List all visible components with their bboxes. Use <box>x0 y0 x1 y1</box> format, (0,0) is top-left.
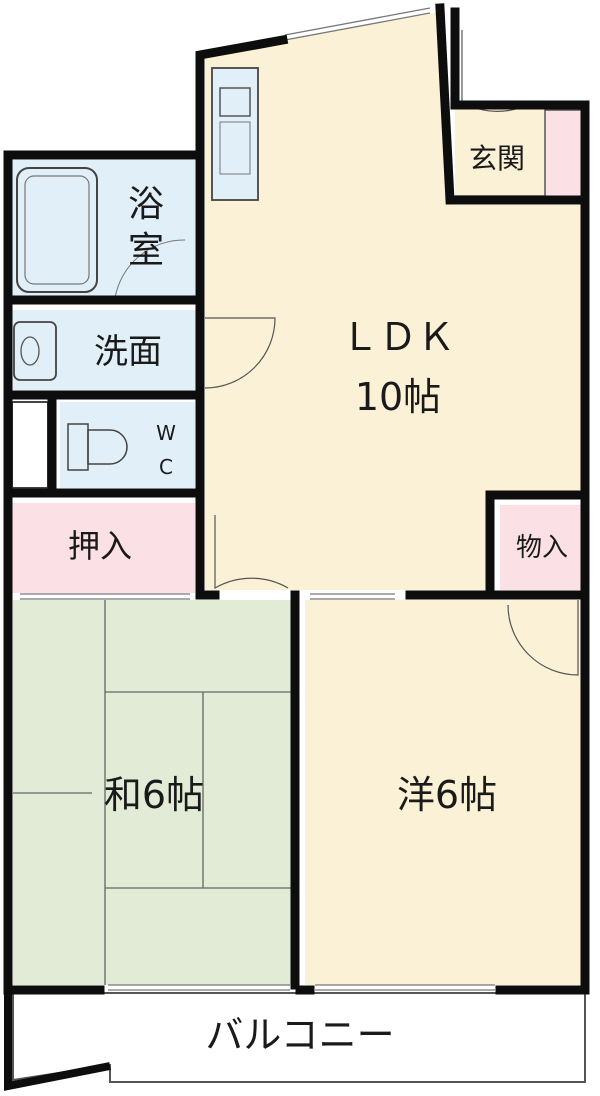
sliding-door-tracks <box>20 7 495 991</box>
washitsu-door-swing <box>214 515 289 590</box>
yoshitsu-floor <box>305 600 585 985</box>
entrance-shoe-cabinet <box>544 109 584 199</box>
entrance-label: 玄関 <box>469 142 525 175</box>
washitsu-label: 和6帖 <box>104 773 204 817</box>
kitchen-sink <box>219 87 251 117</box>
bathtub <box>16 167 98 293</box>
ldk-floor <box>205 12 585 590</box>
oshiire-label: 押入 <box>68 527 132 565</box>
oshiire-area <box>12 503 195 593</box>
washroom-label: 洗面 <box>94 332 162 372</box>
ldk-label: ＬＤＫ <box>341 315 455 359</box>
yoshitsu-label: 洋6帖 <box>397 773 497 817</box>
wc-label-top: W <box>156 421 176 445</box>
balcony-label: バルコニー <box>205 1013 394 1057</box>
ldk-size-label: 10帖 <box>355 375 441 419</box>
entrance-door-swing <box>461 30 534 112</box>
small-closet <box>11 401 49 489</box>
balcony-edge <box>4 993 111 1091</box>
toilet-bowl <box>87 429 128 465</box>
walls <box>3 3 590 995</box>
bath-door-swing <box>114 239 186 299</box>
storage-area <box>500 505 582 590</box>
washroom-door-swing <box>204 317 276 389</box>
tatami-lines <box>13 600 295 985</box>
wc-label-bottom: C <box>159 455 173 479</box>
wash-basin <box>13 321 57 381</box>
storage-label: 物入 <box>516 533 568 563</box>
storage-door-swing <box>507 600 579 676</box>
washroom-floor <box>10 310 200 390</box>
bath-label-bottom: 室 <box>128 230 164 271</box>
bath-label-top: 浴 <box>128 184 164 225</box>
bath-floor <box>10 160 195 298</box>
